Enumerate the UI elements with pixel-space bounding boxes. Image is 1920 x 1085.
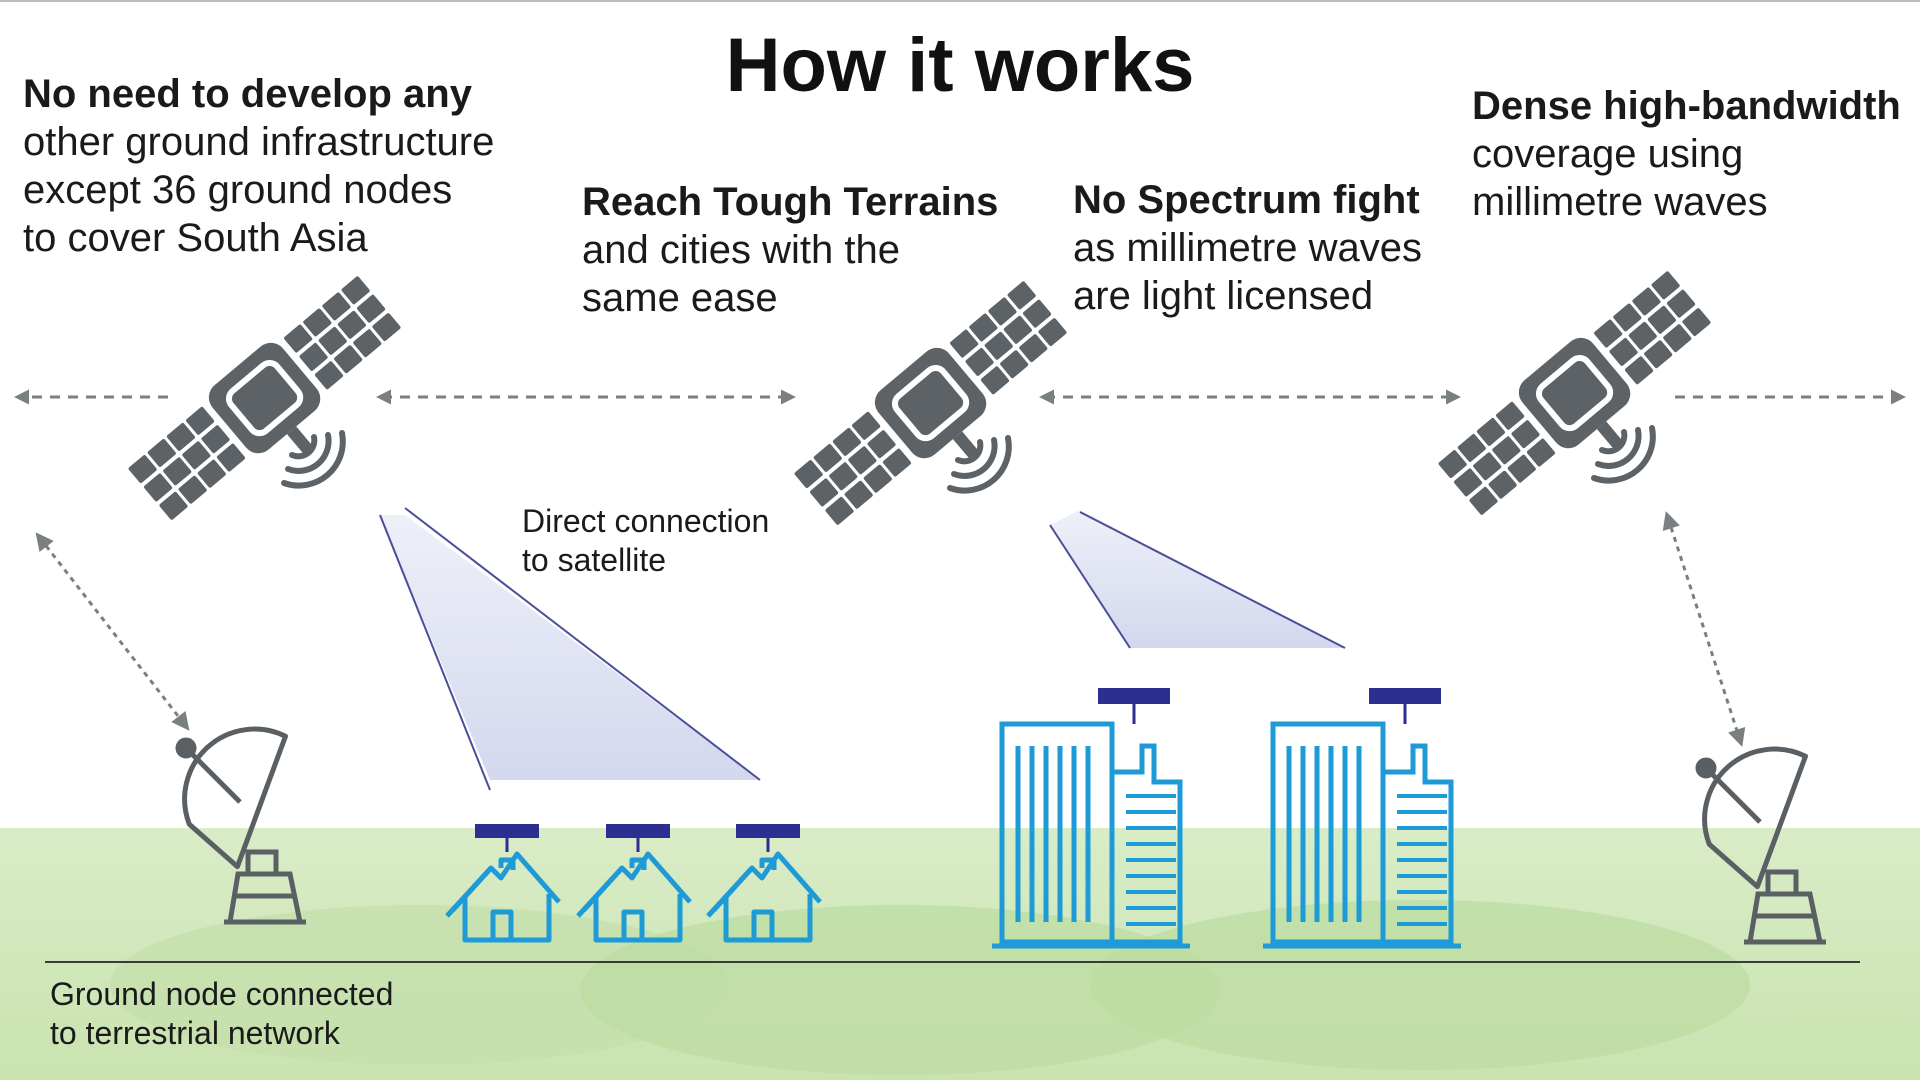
callout-body: other ground infrastructure except 36 gr… <box>23 120 495 260</box>
direct-beam-right <box>1049 510 1346 649</box>
ground-node-label: Ground node connected to terrestrial net… <box>50 976 394 1052</box>
callout-heading: No need to develop any <box>23 72 472 116</box>
page-title: How it works <box>725 23 1195 108</box>
callout-spectrum: No Spectrum fight as millimetre waves ar… <box>1073 176 1422 320</box>
direct-connection-label: Direct connection to satellite <box>522 503 770 579</box>
callout-body: as millimetre waves are light licensed <box>1073 226 1422 318</box>
callout-heading: Dense high-bandwidth <box>1472 84 1901 128</box>
direct-beam-left <box>379 507 761 791</box>
callout-high-bandwidth: Dense high-bandwidth coverage using mill… <box>1472 82 1901 226</box>
callout-body: coverage using millimetre waves <box>1472 132 1768 224</box>
callout-heading: No Spectrum fight <box>1073 178 1420 222</box>
callout-ground-infrastructure: No need to develop any other ground infr… <box>23 70 494 262</box>
callout-tough-terrains: Reach Tough Terrains and cities with the… <box>582 178 998 322</box>
satellite-icon-3 <box>1433 264 1734 541</box>
satellite-icon-1 <box>123 269 424 546</box>
callout-body: and cities with the same ease <box>582 228 900 320</box>
ground-links <box>35 511 1746 747</box>
callout-heading: Reach Tough Terrains <box>582 180 999 224</box>
